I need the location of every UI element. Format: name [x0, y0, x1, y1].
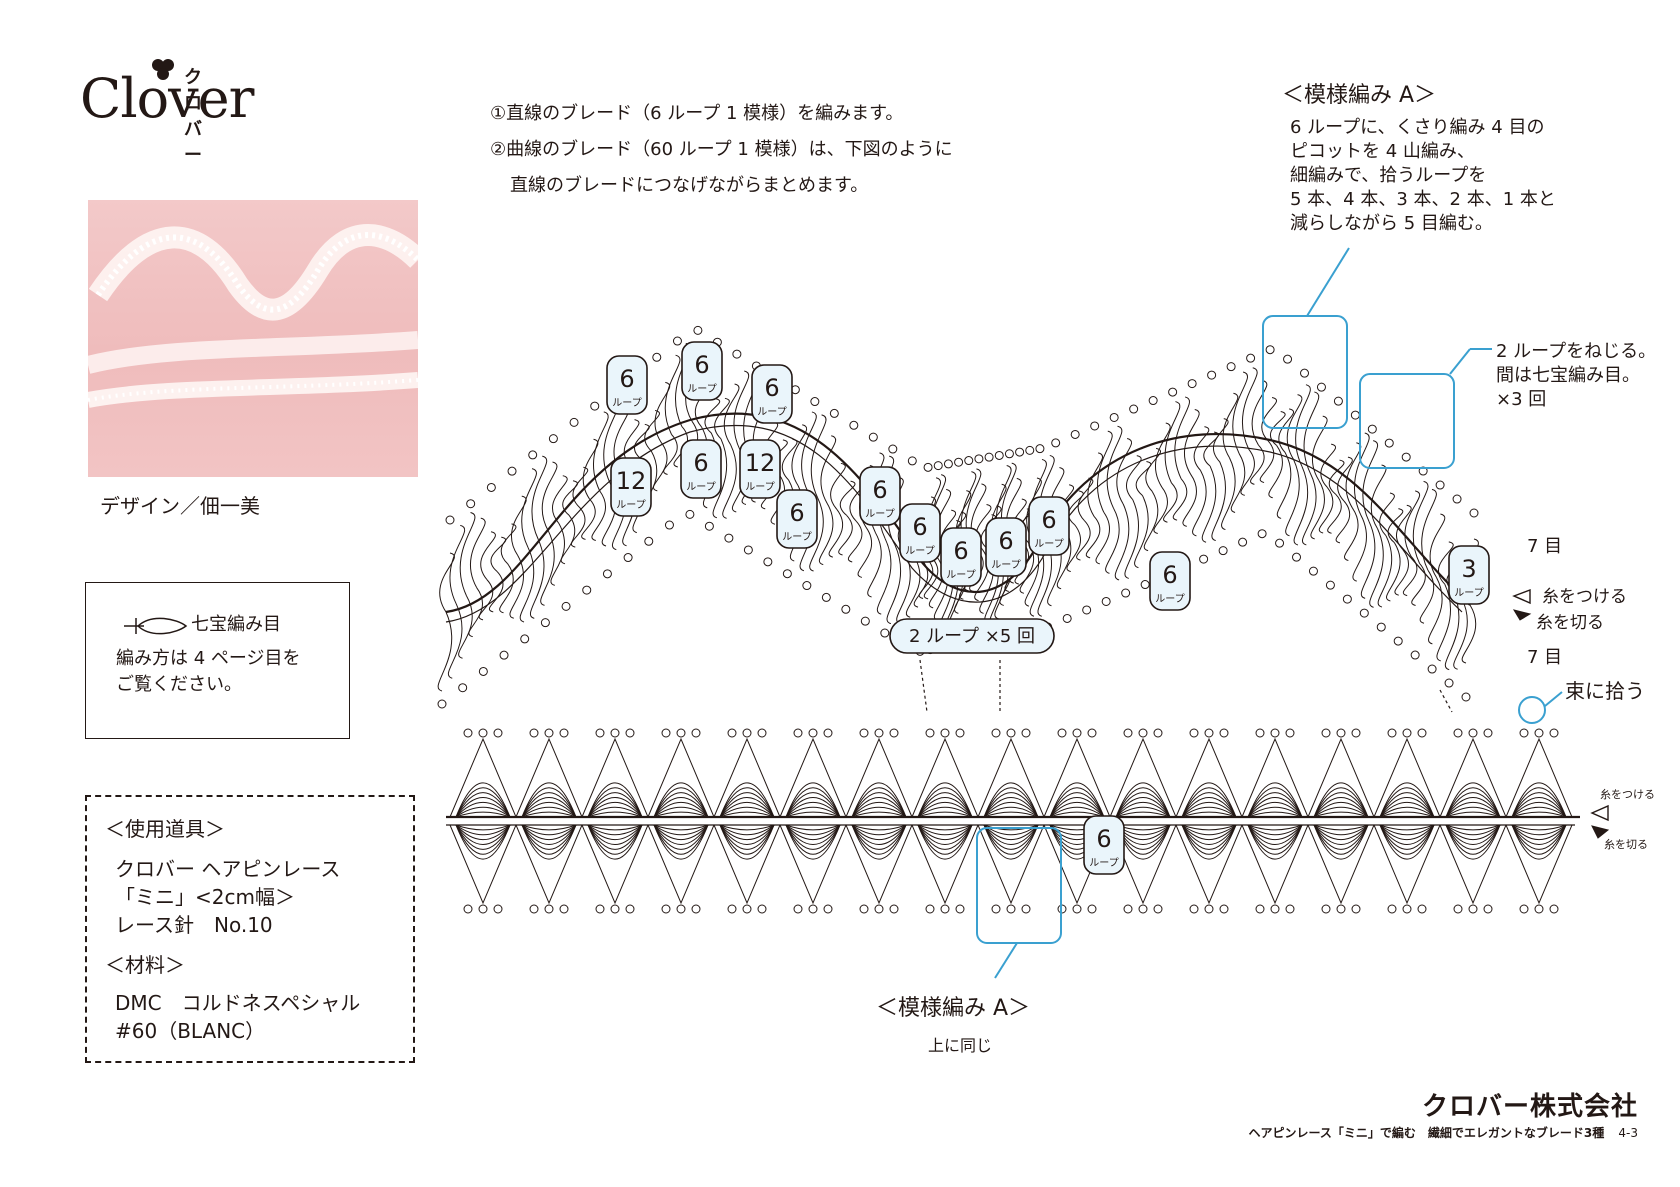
- twist-note-line-2: 間は七宝編み目。: [1496, 365, 1640, 386]
- pattern-a-title-bottom: ＜模様編み A＞: [876, 996, 1031, 1021]
- materials-heading: ＜材料＞: [105, 953, 185, 977]
- loop-count-badge: 6 ループ: [751, 364, 793, 424]
- loop-count-badge: 6 ループ: [1149, 551, 1191, 611]
- logo-wordmark: Clover: [80, 67, 254, 130]
- label-seven-top: 7 目: [1527, 536, 1562, 557]
- loop-unit-label: ループ: [616, 499, 645, 511]
- shippo-stitch-icon: [124, 617, 188, 635]
- footer-page-number: 4-3: [1618, 1126, 1638, 1140]
- loop-unit-label: ループ: [782, 531, 811, 543]
- label-cut: 糸を切る: [1536, 613, 1604, 633]
- loop-count-value: 6: [998, 527, 1013, 555]
- loop-count-value: 6: [1041, 506, 1056, 534]
- tools-line-3: レース針 No.10: [115, 913, 273, 937]
- loop-count-value: 6: [619, 365, 634, 393]
- instruction-step-2: ②曲線のブレード（60 ループ 1 模様）は、下図のように: [490, 139, 953, 160]
- highlight-frames: [976, 247, 1563, 979]
- instruction-step-1: ①直線のブレード（6 ループ 1 模様）を編みます。: [490, 103, 904, 124]
- loop-count-badge: 6 ループ: [1028, 496, 1070, 556]
- loop-count-badge: 6 ループ: [606, 355, 648, 415]
- loop-count-value: 3: [1461, 555, 1476, 583]
- pattern-a-callout-top: ＜模様編み A＞ 6 ループに、くさり編み 4 目の ピコットを 4 山編み、 …: [1282, 84, 1556, 236]
- loop-unit-label: ループ: [905, 545, 934, 557]
- loop-count-badge: 12 ループ: [739, 439, 781, 499]
- loop-unit-label: ループ: [946, 569, 975, 581]
- loop-count-badge: 6 ループ: [776, 489, 818, 549]
- label-seven-bottom: 7 目: [1527, 647, 1562, 668]
- twist-note: 2 ループをねじる。 間は七宝編み目。 ×3 回: [1496, 340, 1656, 412]
- material-line-1: DMC コルドネスペシャル: [115, 991, 361, 1015]
- pattern-a-title-top: ＜模様編み A＞: [1282, 83, 1437, 108]
- center-loop-pill: [889, 618, 1055, 654]
- stitch-legend-box: 七宝編み目 編み方は 4 ページ目を ご覧ください。: [85, 582, 350, 739]
- label-attach-small: 糸をつける: [1600, 788, 1655, 801]
- tools-heading: ＜使用道具＞: [105, 817, 225, 841]
- instruction-step-2b: 直線のブレードにつなげながらまとめます。: [510, 175, 869, 196]
- loop-count-badge: 6 ループ: [940, 527, 982, 587]
- pattern-a-line-4: 5 本、4 本、3 本、2 本、1 本と: [1290, 189, 1556, 210]
- tools-materials-box: ＜使用道具＞ クロバー ヘアピンレース 「ミニ」<2cm幅＞ レース針 No.1…: [85, 795, 415, 1063]
- material-line-2: #60（BLANC）: [115, 1019, 266, 1043]
- loop-unit-label: ループ: [686, 481, 715, 493]
- pattern-a-sub-bottom: 上に同じ: [928, 1036, 993, 1055]
- twist-note-line-1: 2 ループをねじる。: [1496, 341, 1657, 362]
- stitch-note-1: 編み方は 4 ページ目を: [116, 648, 301, 669]
- pattern-a-line-3: 細編みで、拾うループを: [1290, 165, 1487, 186]
- loop-unit-label: ループ: [1034, 538, 1063, 550]
- loop-unit-label: ループ: [745, 481, 774, 493]
- loop-count-badge: 6 ループ: [1083, 815, 1125, 875]
- loop-unit-label: ループ: [1089, 857, 1118, 869]
- tools-line-2: 「ミニ」<2cm幅＞: [115, 885, 295, 909]
- loop-count-value: 6: [694, 351, 709, 379]
- loop-unit-label: ループ: [1454, 587, 1483, 599]
- footer-subtitle: ヘアピンレース「ミニ」で編む 繊細でエレガントなブレード3種 4-3: [1248, 1124, 1638, 1141]
- loop-count-value: 6: [693, 449, 708, 477]
- pattern-a-line-2: ピコットを 4 山編み、: [1290, 141, 1475, 162]
- center-loop-label: 2 ループ ×5 回: [909, 626, 1035, 647]
- footer-company: クロバー株式会社: [1421, 1092, 1638, 1122]
- loop-count-badge: 6 ループ: [899, 503, 941, 563]
- clover-leaf-icon: [152, 59, 174, 80]
- pattern-a-line-5: 減らしながら 5 目編む。: [1290, 213, 1493, 234]
- loop-count-value: 6: [1096, 825, 1111, 853]
- pattern-a-callout-bottom: ＜模様編み A＞ 上に同じ: [876, 990, 1030, 1056]
- label-gather: 束に拾う: [1565, 679, 1645, 703]
- loop-count-value: 6: [789, 499, 804, 527]
- logo-kana: クロバー: [184, 67, 202, 166]
- footer-subtitle-text: ヘアピンレース「ミニ」で編む 繊細でエレガントなブレード3種: [1248, 1126, 1605, 1140]
- pattern-a-line-1: 6 ループに、くさり編み 4 目の: [1290, 117, 1545, 138]
- loop-count-badge: 6 ループ: [681, 341, 723, 401]
- loop-count-badge: 6 ループ: [859, 466, 901, 526]
- loop-count-value: 12: [616, 467, 647, 495]
- stitch-label: 七宝編み目: [191, 614, 281, 635]
- loop-count-value: 6: [912, 513, 927, 541]
- loop-count-value: 6: [764, 374, 779, 402]
- loop-count-value: 6: [872, 476, 887, 504]
- loop-count-value: 6: [953, 537, 968, 565]
- tools-line-1: クロバー ヘアピンレース: [115, 857, 341, 881]
- lace-photo: [85, 200, 426, 477]
- loop-count-badge: 3 ループ: [1448, 545, 1490, 605]
- twist-note-line-3: ×3 回: [1496, 389, 1547, 410]
- instructions: ①直線のブレード（6 ループ 1 模様）を編みます。 ②曲線のブレード（60 ル…: [490, 96, 953, 204]
- loop-unit-label: ループ: [991, 559, 1020, 571]
- curved-braid-spine: [445, 412, 1471, 614]
- loop-unit-label: ループ: [1155, 593, 1184, 605]
- loop-unit-label: ループ: [757, 406, 786, 418]
- loop-count-value: 6: [1162, 561, 1177, 589]
- loop-unit-label: ループ: [687, 383, 716, 395]
- loop-count-badge: 6 ループ: [985, 517, 1027, 577]
- stitch-note-2: ご覧ください。: [116, 674, 242, 695]
- label-cut-small: 糸を切る: [1604, 838, 1648, 851]
- loop-unit-label: ループ: [612, 397, 641, 409]
- loop-count-badge: 6 ループ: [680, 439, 722, 499]
- loop-count-value: 12: [745, 449, 776, 477]
- loop-unit-label: ループ: [865, 508, 894, 520]
- design-credit: デザイン／佃一美: [100, 494, 260, 518]
- label-attach: 糸をつける: [1542, 587, 1627, 607]
- loop-count-badge: 12 ループ: [610, 457, 652, 517]
